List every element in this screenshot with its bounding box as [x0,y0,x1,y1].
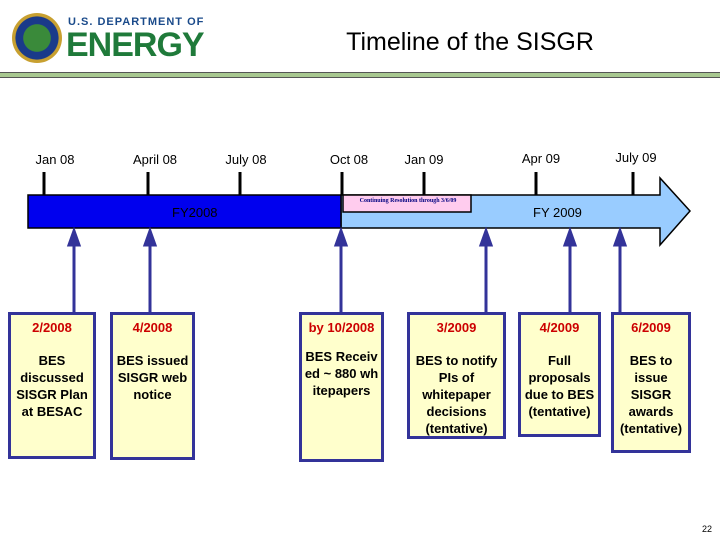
event-text: BES discussed SISGR Plan at BESAC [16,353,88,419]
fy2009-label: FY 2009 [533,205,582,220]
fy2008-label: FY2008 [172,205,218,220]
arrow-up-icon [612,226,628,247]
month-label: Jan 08 [35,152,75,167]
arrow-up-icon [142,226,158,247]
page-title: Timeline of the SISGR [346,28,594,56]
arrow-up-icon [478,226,494,247]
event-text: BES Received ~ 880 whitepapers [304,349,379,398]
arrow-up-icon [562,226,578,247]
event-text: BES to issue SISGR awards (tentative) [619,353,683,436]
page-number: 22 [701,524,712,534]
fy2008-bar [27,194,342,229]
org-small-text: U.S. DEPARTMENT OF [68,16,205,28]
month-label: April 08 [132,152,178,167]
month-label: Apr 09 [521,151,561,166]
cr-note: Continuing Resolution through 3/6/09 [359,198,457,204]
org-logo-text: ENERGY [66,26,205,64]
month-label: July 08 [225,152,267,167]
event-text: BES to notify PIs of whitepaper decision… [415,353,498,436]
event-text: BES issued SISGR web notice [116,353,189,402]
event-date: 4/2009 [539,320,580,335]
month-label: Jan 09 [404,152,444,167]
event-date: 2/2008 [32,320,72,335]
arrow-up-icon [66,226,82,247]
fy2009-bar [340,176,692,247]
arrow-up-icon [333,226,349,247]
month-label: July 09 [615,150,657,165]
event-date: by 10/2008 [308,320,375,335]
event-date: 3/2009 [436,320,477,335]
doe-seal-logo [12,13,62,63]
month-label: Oct 08 [329,152,369,167]
event-date: 4/2008 [132,320,173,335]
cr-box [342,194,472,213]
event-date: 6/2009 [631,320,671,335]
event-text: Full proposals due to BES (tentative) [524,353,595,419]
header-divider [0,72,720,78]
